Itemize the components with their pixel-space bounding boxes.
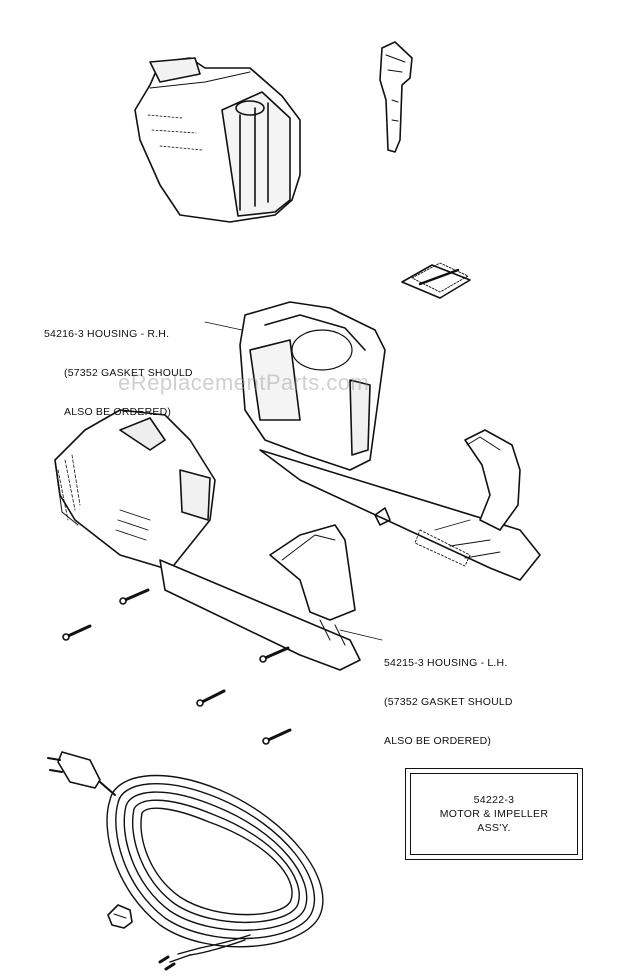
motor-assembly-label: ASS'Y. (477, 822, 511, 834)
housing-lh-line1: 54215-3 HOUSING - L.H. (384, 657, 508, 669)
housing-lh-line2: (57352 GASKET SHOULD (384, 696, 513, 708)
power-cord-part (47, 751, 324, 971)
cord-clip-part (107, 904, 133, 929)
screw-4-icon (196, 689, 226, 707)
housing-rh-callout: 54216-3 HOUSING - R.H. (57352 GASKET SHO… (44, 302, 193, 432)
motor-part-number: 54222-3 (473, 794, 515, 806)
screw-2-icon (62, 624, 92, 641)
latch-clip-part (379, 41, 413, 153)
watermark-text: eReplacementParts.com (118, 370, 370, 395)
housing-lh-part (54, 409, 361, 671)
housing-lh-callout: 54215-3 HOUSING - L.H. (57352 GASKET SHO… (384, 631, 513, 761)
housing-lh-line3: ALSO BE ORDERED) (384, 735, 492, 747)
screw-1-icon (119, 588, 150, 605)
leader-line-rh (204, 321, 243, 331)
housing-rh-part (239, 301, 541, 581)
motor-description: MOTOR & IMPELLER (439, 808, 549, 820)
housing-rh-line3: ALSO BE ORDERED) (64, 406, 172, 418)
top-cover-part (134, 57, 301, 223)
housing-rh-line1: 54216-3 HOUSING - R.H. (44, 328, 170, 340)
housing-rh-line2: (57352 GASKET SHOULD (64, 367, 193, 379)
motor-impeller-box: 54222-3 MOTOR & IMPELLER ASS'Y. (405, 768, 583, 860)
leader-line-lh (339, 629, 383, 641)
screw-3-icon (259, 646, 290, 663)
screw-5-icon (262, 728, 292, 745)
gasket-part (401, 262, 471, 299)
